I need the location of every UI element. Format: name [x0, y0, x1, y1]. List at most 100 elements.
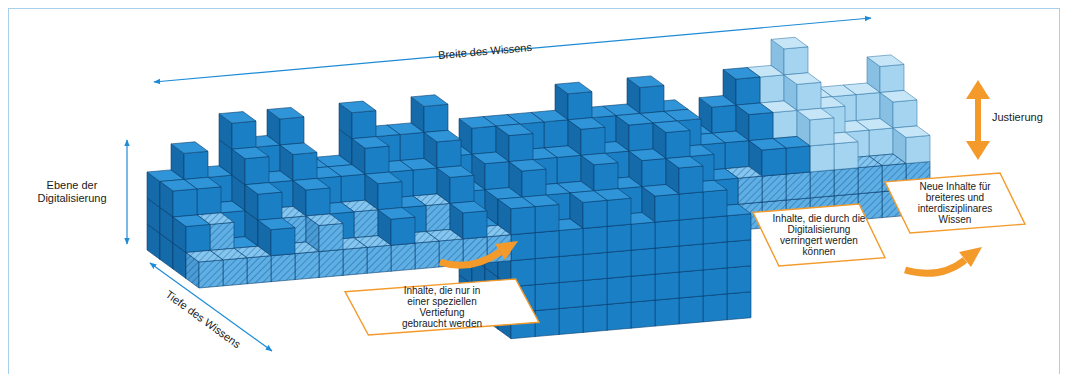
cube-face — [810, 170, 834, 198]
cube-face — [463, 211, 487, 239]
cube-face — [160, 179, 197, 191]
cube-face — [413, 168, 437, 196]
cube-face — [472, 126, 496, 154]
axis-label: Breite des Wissens — [395, 37, 575, 66]
cube-face — [703, 242, 727, 270]
cube-face — [509, 160, 546, 172]
cube-face — [509, 134, 533, 162]
cube-face — [655, 194, 679, 222]
cube-face — [568, 92, 592, 120]
cube-face — [679, 296, 703, 324]
cube-face — [725, 141, 749, 169]
cube-face — [893, 100, 917, 128]
cube-face — [173, 189, 197, 217]
cube-face — [319, 223, 343, 251]
cube-face — [247, 256, 271, 284]
cube-face — [594, 163, 618, 191]
cube-face — [459, 117, 496, 129]
cube-face — [607, 224, 631, 252]
callout-text-holder: Inhalte, die durch die Digitalisierung v… — [752, 203, 886, 267]
cube-face — [655, 272, 679, 300]
cube-face — [352, 137, 389, 149]
cube-face — [797, 108, 834, 120]
cube-face — [583, 304, 607, 332]
cube-group — [147, 37, 930, 338]
width-axis-arrow — [154, 18, 871, 82]
cube-face — [749, 139, 786, 151]
cube-face — [749, 113, 773, 141]
cube-face — [607, 198, 631, 226]
cube-face — [365, 146, 389, 174]
axis-label: Ebene der Digitalisierung — [24, 179, 120, 205]
cube-face — [583, 200, 607, 228]
cube-face — [727, 214, 751, 242]
cube-face — [171, 142, 208, 154]
cube-face — [736, 77, 760, 105]
level-axis-arrow — [126, 140, 127, 244]
cube-face — [391, 243, 415, 271]
cube-face — [258, 192, 282, 220]
cube-face — [631, 248, 655, 276]
cube-face — [343, 247, 367, 275]
cube-face — [583, 278, 607, 306]
cube-face — [607, 276, 631, 304]
cube-face — [570, 191, 607, 203]
cube-face — [280, 117, 304, 145]
cube-face — [365, 172, 402, 184]
cube-face — [354, 210, 378, 238]
cube-face — [629, 123, 653, 151]
cube-face — [712, 105, 736, 133]
cube-face — [869, 128, 893, 156]
cube-face — [522, 169, 546, 197]
cube-face — [893, 126, 930, 138]
cube-face — [703, 190, 727, 218]
cube-face — [535, 231, 559, 259]
cube-face — [581, 127, 605, 155]
cube-face — [544, 120, 568, 148]
cube-face — [642, 159, 666, 187]
cube-face — [666, 156, 703, 168]
cube-face — [655, 220, 679, 248]
cube-face — [616, 114, 653, 126]
cube-face — [727, 266, 751, 294]
cube-face — [232, 147, 269, 159]
cube-face — [450, 175, 474, 203]
cube-face — [557, 155, 581, 183]
cube-face — [773, 110, 797, 138]
cube-face — [631, 274, 655, 302]
cube-face — [771, 37, 808, 49]
cube-face — [906, 135, 930, 163]
cube-face — [736, 103, 773, 115]
cube-face — [679, 244, 703, 272]
cube-face — [834, 142, 858, 170]
cube-face — [880, 64, 904, 92]
cube-face — [352, 111, 376, 139]
cube-face — [655, 298, 679, 326]
cube-face — [271, 254, 295, 282]
callout-text-holder: Inhalte, die nur in einer speziellen Ver… — [344, 278, 540, 336]
cube-face — [424, 104, 448, 132]
move-arrow-head — [495, 241, 518, 260]
cube-face — [258, 218, 295, 230]
cube-face — [703, 268, 727, 296]
cube-face — [555, 82, 592, 94]
cube-face — [341, 174, 365, 202]
cube-face — [511, 207, 535, 235]
cube-face — [642, 185, 679, 197]
axis-label: Justierung — [992, 111, 1062, 124]
callout-shape — [753, 204, 885, 266]
cube-face — [699, 96, 736, 108]
move-arrow — [905, 260, 965, 273]
cube-face — [607, 302, 631, 330]
cube-face — [378, 208, 415, 220]
cube-face — [184, 151, 208, 179]
cube-face — [219, 112, 256, 124]
callout-text: Neue Inhalte für breiteres und interdisz… — [908, 181, 1002, 225]
cube-face — [437, 166, 474, 178]
cube-face — [762, 174, 786, 202]
cube-face — [306, 214, 343, 226]
cube-face — [568, 118, 605, 130]
cube-face — [880, 90, 917, 102]
cube-face — [411, 95, 448, 107]
